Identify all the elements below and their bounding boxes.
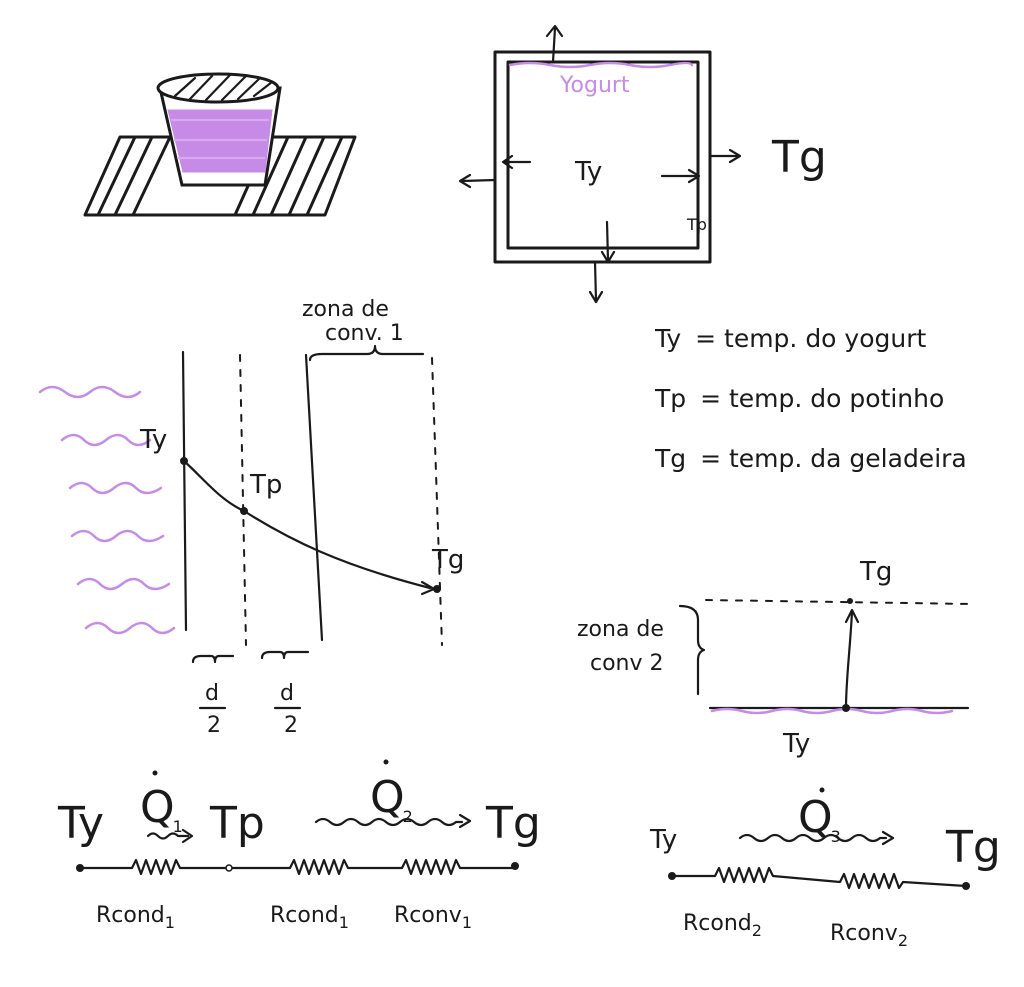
box-ty-label: Ty (574, 157, 602, 187)
zone2-label-line1: zona de (577, 617, 664, 642)
c1-r1: Rcond1 (96, 903, 175, 932)
zone2-diagram: zona de conv 2 Tg Ty (577, 557, 973, 759)
svg-text:Tg = temp. da geladeir: Tg = temp. da geladeira (654, 444, 967, 473)
c1-r2: Rcond1 (270, 903, 349, 932)
c2-r1: Rcond2 (683, 911, 762, 940)
c2-tg: Tg (945, 822, 1001, 873)
svg-text:Tp = temp. do potinho: Tp = temp. do potinho (654, 384, 944, 413)
temperature-profile: Ty Tp Tg zona de conv. 1 d 2 d 2 (38, 297, 464, 738)
c1-tp: Tp (209, 798, 265, 849)
c2-q3: Q3 (798, 792, 841, 846)
d2-den: 2 (284, 713, 298, 738)
zone1-label-line1: zona de (302, 297, 389, 322)
zone1-brace (308, 344, 425, 362)
container-diagram: Yogurt Ty Tp Tg (458, 24, 827, 304)
zone1-label-line2: conv. 1 (325, 321, 404, 346)
c1-q2: Q2 (370, 772, 413, 826)
resistance-circuit-1: Ty Q1 Tp Q2 Tg Rcond1 Rcond1 Rconv1 (57, 759, 541, 932)
zone2-tg: Tg (859, 557, 892, 587)
legend: Ty = temp. do yogurt Tp = temp. do potin… (654, 324, 967, 473)
legend-row-ty: Ty = temp. do yogurt (654, 324, 927, 353)
d1-num: d (205, 681, 219, 706)
zone2-ty: Ty (782, 729, 810, 759)
box-tp-label: Tp (686, 215, 707, 234)
c1-q1: Q1 (140, 782, 183, 836)
resistance-circuit-2: Ty Q3 Tg Rcond2 Rconv2 (649, 787, 1001, 950)
c1-r3: Rconv1 (394, 903, 472, 932)
c2-r2: Rconv2 (830, 921, 908, 950)
profile-tp: Tp (249, 470, 282, 500)
box-tg-label: Tg (771, 132, 827, 183)
profile-ty: Ty (139, 425, 167, 455)
c1-ty: Ty (57, 798, 104, 849)
yogurt-cup-sketch (83, 72, 357, 217)
legend-row-tp: Tp = temp. do potinho (654, 384, 944, 413)
d2-num: d (280, 681, 294, 706)
zone2-brace (678, 604, 706, 696)
legend-row-tg: Tg = temp. da geladeira (654, 444, 967, 473)
svg-text:Ty = temp. do yogurt: Ty = temp. do yogurt (654, 324, 927, 353)
brace-d2 (260, 650, 310, 660)
c2-ty: Ty (649, 825, 677, 855)
yogurt-label: Yogurt (559, 73, 630, 98)
profile-tg: Tg (431, 545, 464, 575)
heat-flow-arrows (458, 24, 742, 304)
c1-tg: Tg (485, 798, 541, 849)
zone2-label-line2: conv 2 (590, 651, 664, 676)
brace-d1 (191, 654, 235, 664)
yogurt-waves (38, 385, 176, 635)
d1-den: 2 (207, 713, 221, 738)
